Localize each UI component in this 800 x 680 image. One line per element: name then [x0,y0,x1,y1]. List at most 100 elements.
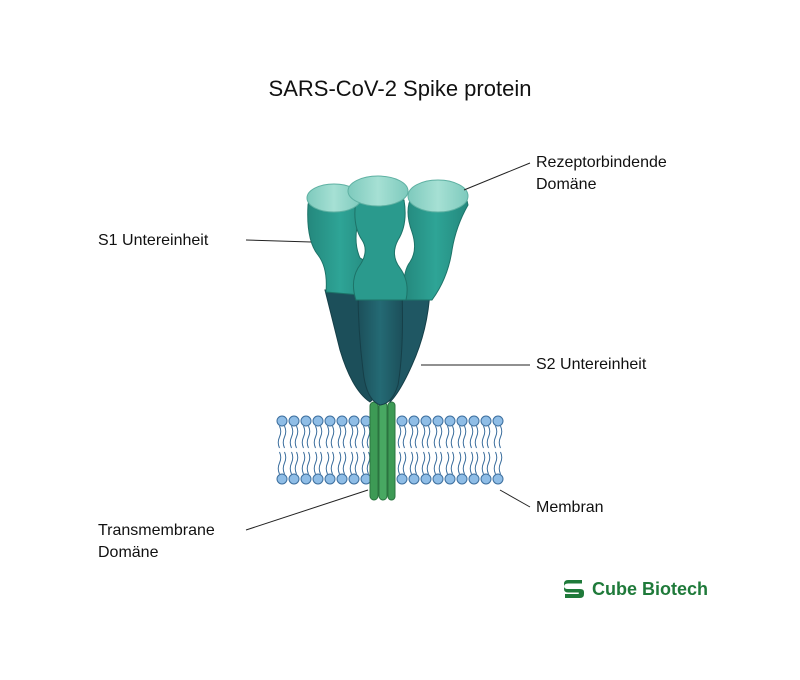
leader-line-membrane [499,489,531,508]
lipid-tail [397,425,402,449]
lipid-tail [282,425,287,449]
lipid-head [312,415,324,427]
lipid-tail [481,425,486,449]
lipid-tail [486,425,491,449]
lipid-tail [354,425,359,449]
lipid-tail [445,425,450,449]
brand-name: Cube Biotech [592,578,709,599]
leader-line-receptor [463,162,531,191]
lipid-tail [450,425,455,449]
lipid-head [492,473,504,485]
lipid-tail [433,425,438,449]
lipid-tail [313,425,318,449]
transmembrane-domain [369,401,396,501]
lipid-head [396,415,408,427]
leader-line-s1 [245,239,312,243]
label-transmembrane-line2: Domäne [98,544,159,561]
lipid-tail [426,451,431,475]
lipid-tail [498,451,503,475]
lipid-tail [277,425,282,449]
lipid-tail [277,451,282,475]
lipid-tail [474,425,479,449]
lipid-tail [330,425,335,449]
lipid-head [408,415,420,427]
lipid-tail [349,425,354,449]
lipid-tail [318,451,323,475]
lipid-tail [462,451,467,475]
lipid-tail [421,451,426,475]
lipid-tail [289,425,294,449]
lipid-tail [294,425,299,449]
s1-subunit [307,195,469,301]
label-transmembrane-domain: Transmembrane Domäne [98,520,215,564]
lipid-head [456,473,468,485]
lipid-head [468,415,480,427]
lipid-tail [457,451,462,475]
lipid-head [456,415,468,427]
lipid-head [348,415,360,427]
lipid-head [276,473,288,485]
lipid-tail [337,451,342,475]
lipid-tail [306,425,311,449]
lipid-tail [421,425,426,449]
lipid-tail [306,451,311,475]
lipid-head [480,473,492,485]
lipid-head [300,415,312,427]
lipid-tail [462,425,467,449]
s2-subunit [324,289,431,406]
lipid-head [324,473,336,485]
lipid-head [420,473,432,485]
lipid-tail [498,425,503,449]
lipid-head [288,473,300,485]
lipid-tail [282,451,287,475]
lipid-tail [438,425,443,449]
lipid-tail [294,451,299,475]
lipid-tail [481,451,486,475]
lipid-head [324,415,336,427]
lipid-tail [361,425,366,449]
lipid-tail [325,451,330,475]
lipid-tail [366,425,371,449]
label-receptor-binding-domain: Rezeptorbindende Domäne [536,152,667,196]
label-s1-subunit: S1 Untereinheit [98,232,209,249]
lipid-head [420,415,432,427]
lipid-head [444,415,456,427]
lipid-tail [402,451,407,475]
lipid-tail [414,425,419,449]
lipid-tail [493,451,498,475]
lipid-tail [409,451,414,475]
lipid-tail [366,451,371,475]
lipid-tail [361,451,366,475]
lipid-head [396,473,408,485]
lipid-tail [397,451,402,475]
lipid-tail [469,451,474,475]
lipid-tail [474,451,479,475]
receptor-binding-domain [306,175,469,213]
lipid-head [300,473,312,485]
brand-logo: Cube Biotech [562,574,708,604]
lipid-tail [301,451,306,475]
leader-line-transmembrane [245,489,369,531]
lipid-tail [342,425,347,449]
lipid-head [336,415,348,427]
lipid-tail [426,425,431,449]
label-s2-subunit: S2 Untereinheit [536,356,647,373]
label-membrane: Membran [536,499,604,516]
lipid-tail [414,451,419,475]
lipid-tail [325,425,330,449]
lipid-head [492,415,504,427]
lipid-tail [493,425,498,449]
lipid-tail [438,451,443,475]
lipid-tail [457,425,462,449]
lipid-head [348,473,360,485]
lipid-head [276,415,288,427]
lipid-head [444,473,456,485]
lipid-head [408,473,420,485]
diagram-title: SARS-CoV-2 Spike protein [268,76,532,101]
lipid-tail [330,451,335,475]
lipid-tail [409,425,414,449]
lipid-tail [469,425,474,449]
lipid-tail [301,425,306,449]
lipid-head [480,415,492,427]
